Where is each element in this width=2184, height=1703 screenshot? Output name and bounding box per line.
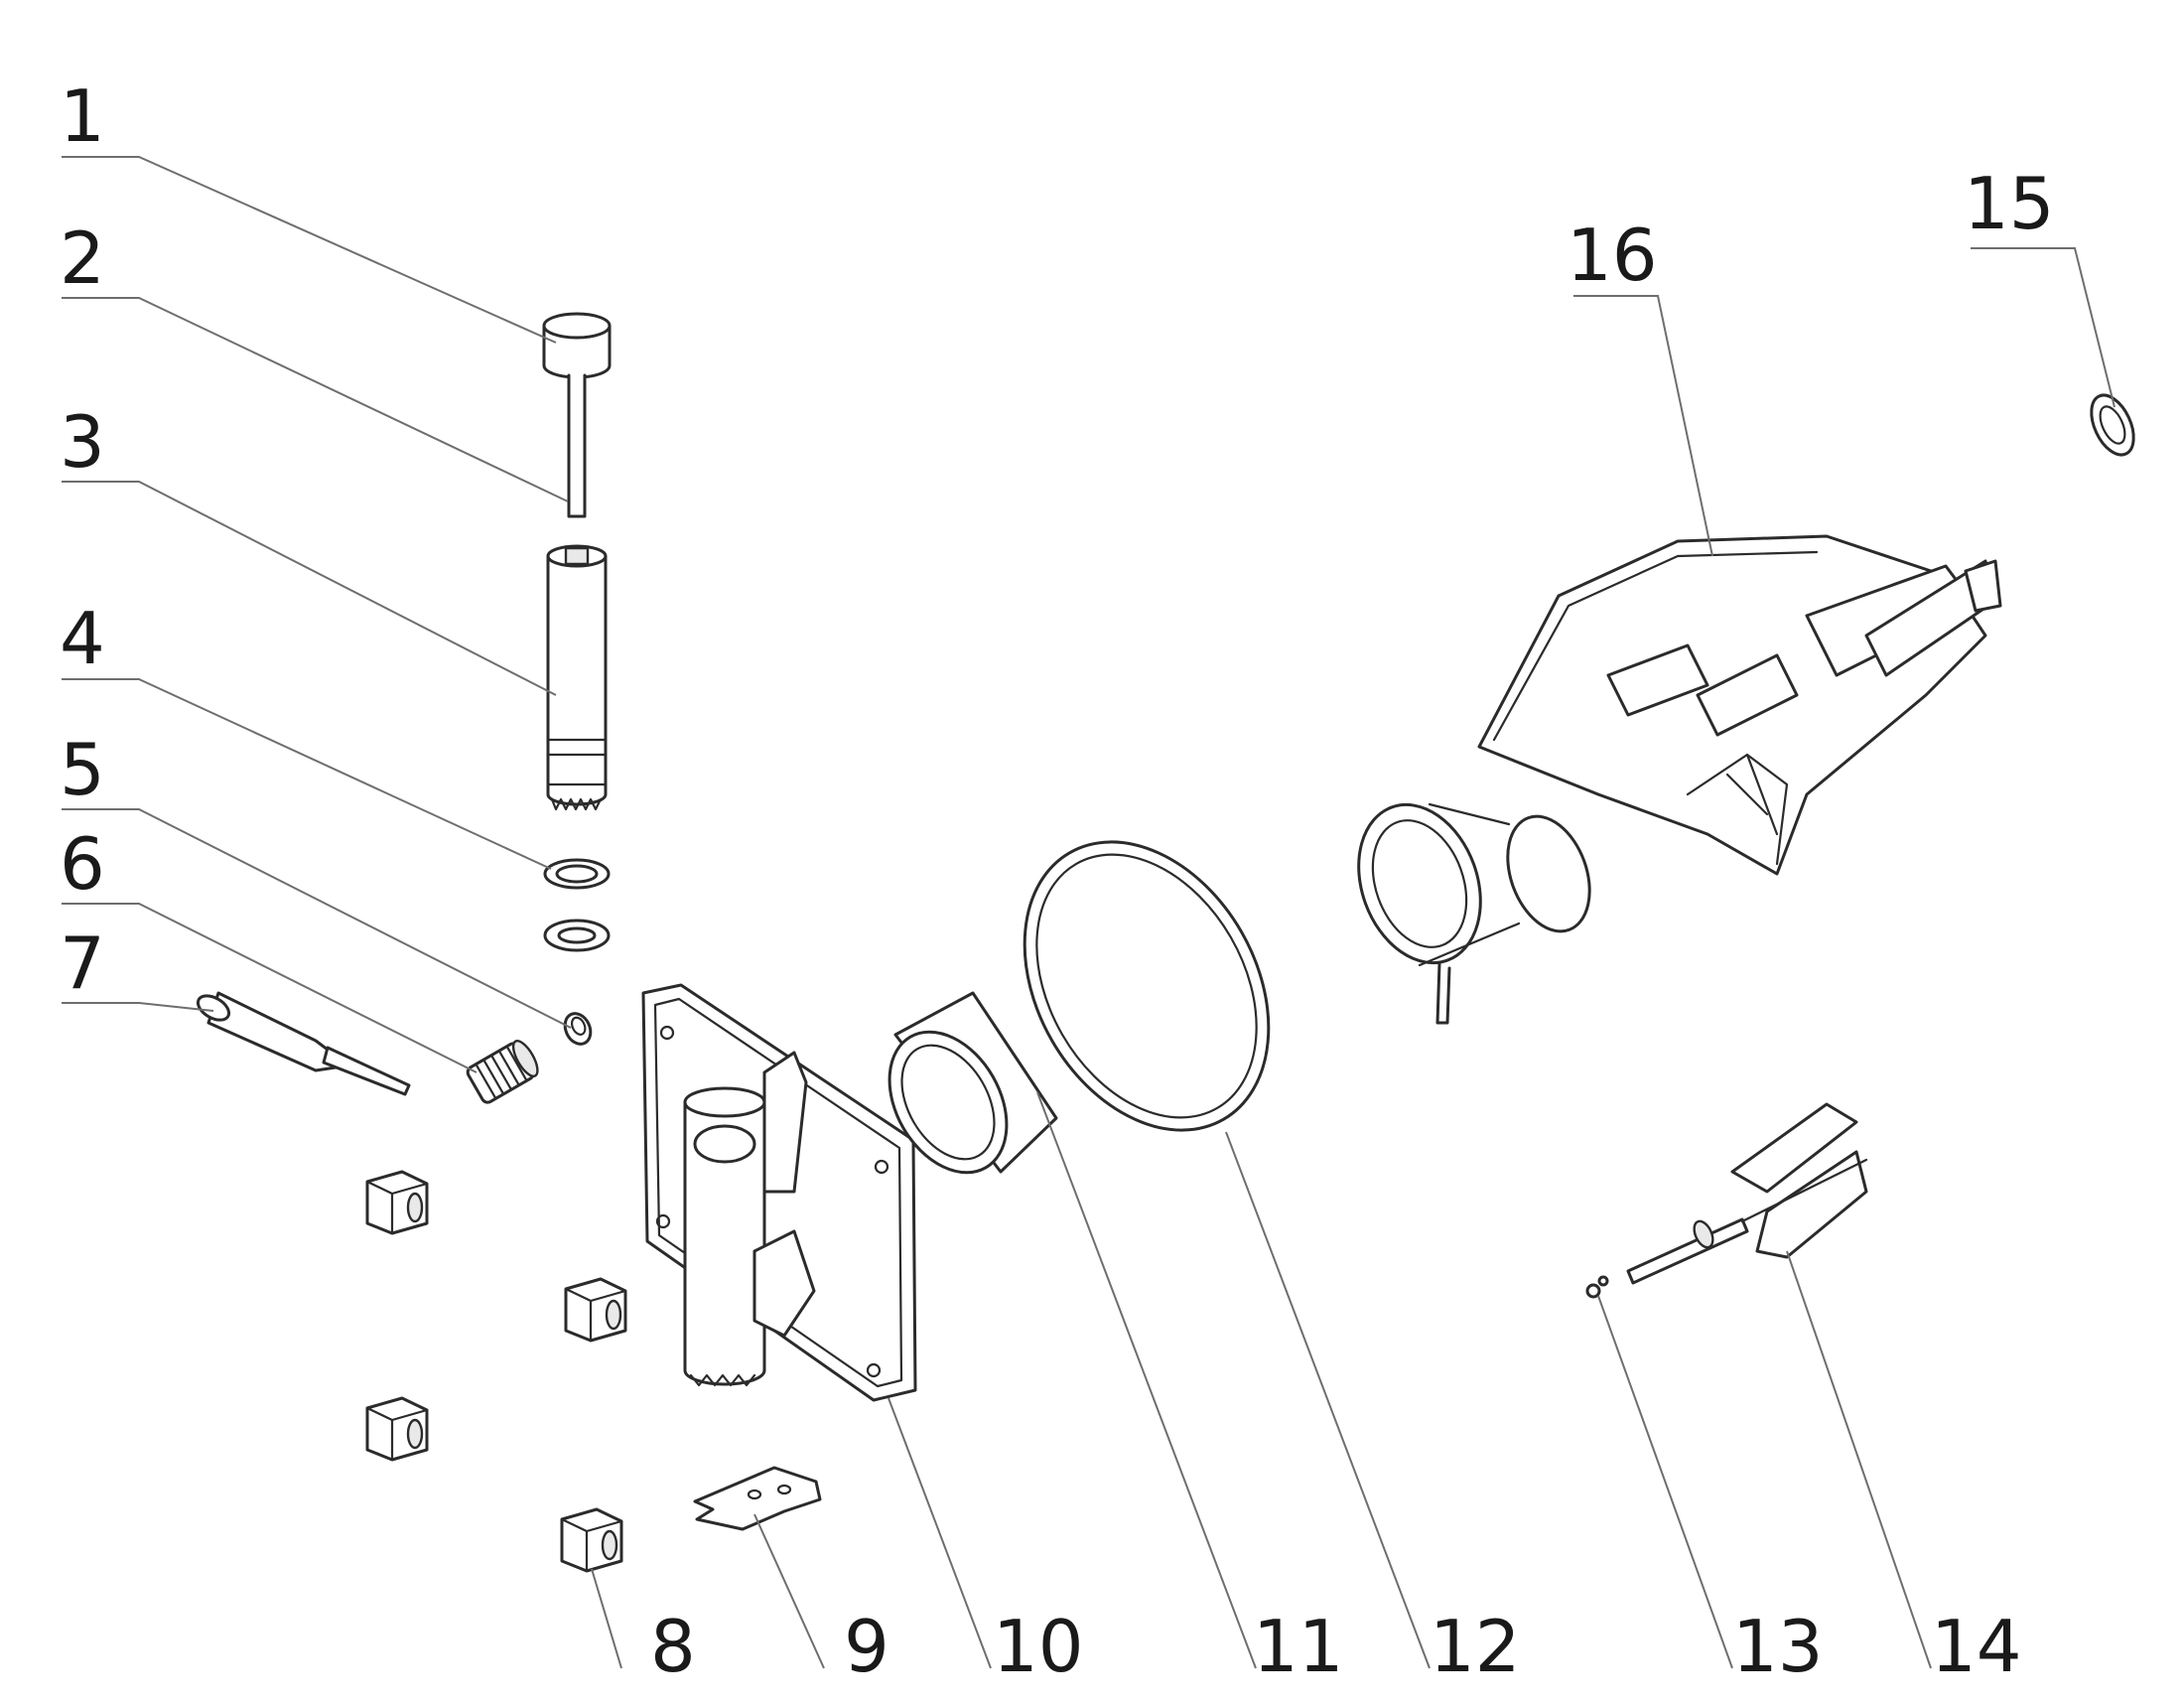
part-16-frame-assembly bbox=[1357, 534, 2002, 1025]
part-6-threaded-nut bbox=[466, 1040, 539, 1104]
part-12-o-ring bbox=[1023, 840, 1271, 1132]
leader-3 bbox=[62, 481, 557, 696]
leader-4 bbox=[62, 678, 552, 870]
leader-7 bbox=[62, 1002, 214, 1012]
callout-7: 7 bbox=[60, 922, 105, 1005]
callout-1: 1 bbox=[60, 74, 105, 158]
part-3-cylinder-body bbox=[546, 544, 608, 811]
leader-10 bbox=[887, 1397, 992, 1669]
leader-9 bbox=[753, 1513, 825, 1669]
leader-2 bbox=[62, 297, 569, 502]
callout-4: 4 bbox=[60, 597, 105, 680]
part-7-needle bbox=[196, 991, 411, 1096]
leader-13 bbox=[1597, 1295, 1733, 1669]
leader-1 bbox=[62, 156, 557, 344]
leader-14 bbox=[1786, 1250, 1932, 1669]
callout-labels: 1 2 3 4 5 6 7 8 9 10 11 12 13 14 15 16 bbox=[60, 74, 2055, 1688]
part-13-pin bbox=[1585, 1217, 1749, 1299]
callout-16: 16 bbox=[1567, 213, 1658, 297]
callout-8: 8 bbox=[650, 1605, 696, 1688]
part-14-blade bbox=[1730, 1102, 1868, 1259]
part-11-sleeve-ring bbox=[887, 991, 1058, 1175]
part-8-clips bbox=[365, 1170, 627, 1573]
callout-3: 3 bbox=[60, 400, 105, 484]
callout-10: 10 bbox=[993, 1605, 1084, 1688]
callout-11: 11 bbox=[1253, 1605, 1344, 1688]
leader-6 bbox=[62, 903, 478, 1073]
part-1-plunger-cap bbox=[542, 312, 612, 379]
callout-9: 9 bbox=[844, 1605, 889, 1688]
callout-13: 13 bbox=[1732, 1605, 1824, 1688]
callout-5: 5 bbox=[60, 728, 105, 811]
leader-15 bbox=[1971, 247, 2116, 408]
part-15-small-ring bbox=[2090, 393, 2135, 457]
leader-11 bbox=[1036, 1091, 1257, 1669]
callout-2: 2 bbox=[60, 216, 105, 300]
callout-15: 15 bbox=[1964, 162, 2055, 245]
leader-lines bbox=[62, 156, 2116, 1669]
callout-6: 6 bbox=[60, 822, 105, 906]
part-4-washers bbox=[543, 858, 611, 952]
part-5-ball bbox=[563, 1012, 593, 1046]
part-2-stem bbox=[567, 373, 587, 518]
callout-12: 12 bbox=[1430, 1605, 1521, 1688]
leader-12 bbox=[1225, 1131, 1431, 1669]
leader-8 bbox=[591, 1568, 622, 1669]
callout-14: 14 bbox=[1931, 1605, 2022, 1688]
part-9-flat-plate bbox=[693, 1466, 822, 1531]
part-10-housing bbox=[641, 983, 917, 1402]
leader-16 bbox=[1573, 295, 1713, 557]
leader-5 bbox=[62, 808, 572, 1029]
